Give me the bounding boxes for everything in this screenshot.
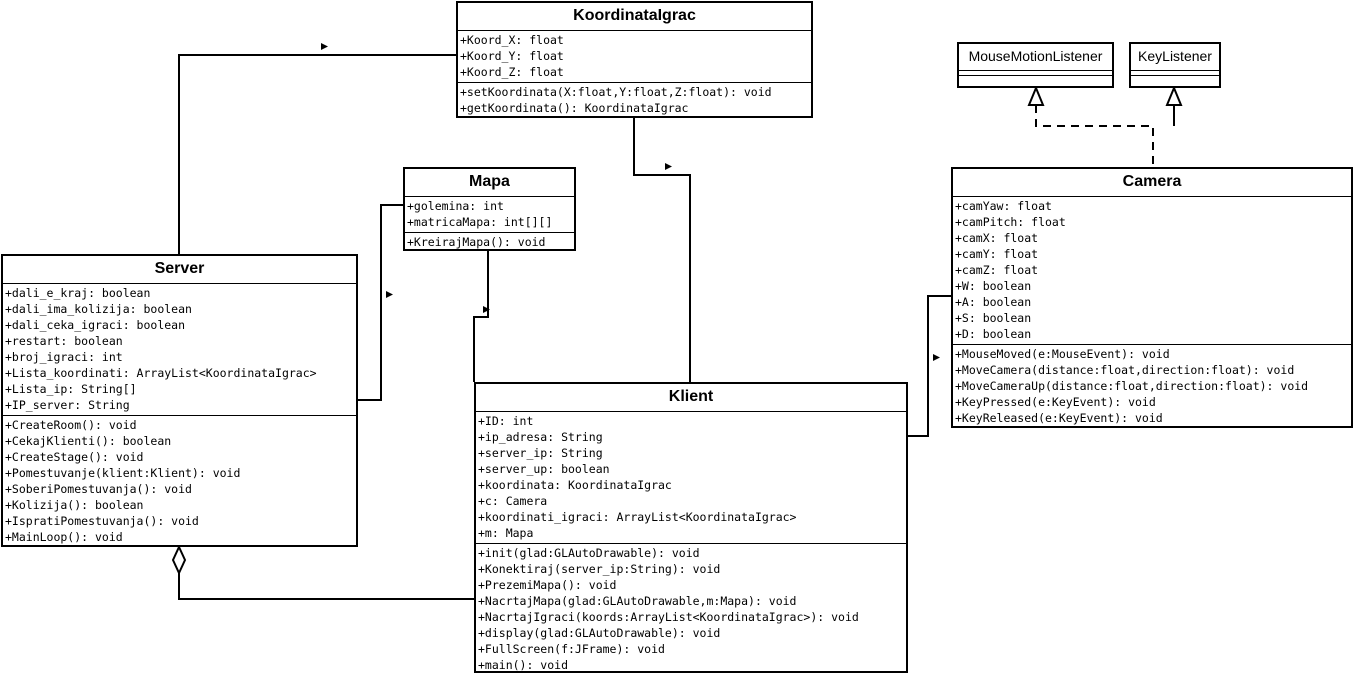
association-server-koordinataigrac xyxy=(178,54,456,254)
attributes-section: +camYaw: float +camPitch: float +camX: f… xyxy=(953,197,1351,345)
realization-camera-mousemotionlistener xyxy=(1035,105,1154,167)
operation: +display(glad:GLAutoDrawable): void xyxy=(478,626,721,640)
attribute: +Koord_Y: float xyxy=(460,49,564,63)
direction-arrow-server-mapa xyxy=(386,291,393,298)
attribute: +dali_ima_kolizija: boolean xyxy=(5,302,192,316)
association-koordinataigrac-klient xyxy=(633,117,691,382)
operation: +Kolizija(): boolean xyxy=(5,498,144,512)
attribute: +camY: float xyxy=(955,247,1039,261)
attribute: +server_up: boolean xyxy=(478,462,610,476)
realization-arrowhead-keylistener xyxy=(1165,85,1183,106)
aggregation-diamond xyxy=(171,544,187,576)
attributes-section: +ID: int +ip_adresa: String +server_ip: … xyxy=(476,412,906,544)
operation: +IspratiPomestuvanja(): void xyxy=(5,514,199,528)
operation: +setKoordinata(X:float,Y:float,Z:float):… xyxy=(460,85,772,99)
attribute: +golemina: int xyxy=(407,199,504,213)
attribute: +server_ip: String xyxy=(478,446,603,460)
attribute: +koordinata: KoordinataIgrac xyxy=(478,478,672,492)
operation: +NacrtajMapa(glad:GLAutoDrawable,m:Mapa)… xyxy=(478,594,797,608)
attribute: +Lista_koordinati: ArrayList<KoordinataI… xyxy=(5,366,317,380)
operation: +CekajKlienti(): boolean xyxy=(5,434,172,448)
operation: +MainLoop(): void xyxy=(5,530,123,544)
attribute: +IP_server: String xyxy=(5,398,130,412)
attribute: +camYaw: float xyxy=(955,199,1052,213)
direction-arrow-server-koordinataigrac xyxy=(321,43,328,50)
realization-arrowhead-mousemotion xyxy=(1027,85,1045,106)
attribute: +camX: float xyxy=(955,231,1039,245)
interface-section xyxy=(959,71,1112,76)
operation: +FullScreen(f:JFrame): void xyxy=(478,642,665,656)
class-camera[interactable]: Camera +camYaw: float +camPitch: float +… xyxy=(951,167,1353,428)
operation: +MoveCamera(distance:float,direction:flo… xyxy=(955,363,1295,377)
class-koordinataigrac[interactable]: KoordinataIgrac +Koord_X: float +Koord_Y… xyxy=(456,1,813,118)
attribute: +ip_adresa: String xyxy=(478,430,603,444)
operation: +KeyPressed(e:KeyEvent): void xyxy=(955,395,1156,409)
class-name: Mapa xyxy=(405,169,574,197)
class-mapa[interactable]: Mapa +golemina: int +matricaMapa: int[][… xyxy=(403,167,576,251)
operation: +getKoordinata(): KoordinataIgrac xyxy=(460,101,689,115)
attribute: +Koord_Z: float xyxy=(460,65,564,79)
operation: +main(): void xyxy=(478,658,569,672)
operation: +init(glad:GLAutoDrawable): void xyxy=(478,546,700,560)
attribute: +dali_ceka_igraci: boolean xyxy=(5,318,186,332)
operation: +Pomestuvanje(klient:Klient): void xyxy=(5,466,241,480)
attributes-section: +dali_e_kraj: boolean +dali_ima_kolizija… xyxy=(3,284,356,416)
direction-arrow-mapa-klient xyxy=(483,306,490,313)
direction-arrow-klient-camera xyxy=(933,354,940,361)
attribute: +ID: int xyxy=(478,414,534,428)
attribute: +dali_e_kraj: boolean xyxy=(5,286,151,300)
attribute: +c: Camera xyxy=(478,494,548,508)
attributes-section: +Koord_X: float +Koord_Y: float +Koord_Z… xyxy=(458,31,811,83)
class-name: KoordinataIgrac xyxy=(458,3,811,31)
attribute: +A: boolean xyxy=(955,295,1032,309)
direction-arrow-koordinataigrac-klient xyxy=(665,163,672,170)
attribute: +Koord_X: float xyxy=(460,33,564,47)
operations-section: +init(glad:GLAutoDrawable): void +Konekt… xyxy=(476,544,906,675)
operations-section: +CreateRoom(): void +CekajKlienti(): boo… xyxy=(3,416,356,547)
interface-name: MouseMotionListener xyxy=(959,44,1112,71)
operations-section: +setKoordinata(X:float,Y:float,Z:float):… xyxy=(458,83,811,118)
attribute: +W: boolean xyxy=(955,279,1032,293)
interface-section xyxy=(1131,71,1219,76)
class-klient[interactable]: Klient +ID: int +ip_adresa: String +serv… xyxy=(474,382,908,673)
class-name: Server xyxy=(3,256,356,284)
operations-section: +KreirajMapa(): void xyxy=(405,233,574,252)
operation: +MouseMoved(e:MouseEvent): void xyxy=(955,347,1170,361)
operation: +MoveCameraUp(distance:float,direction:f… xyxy=(955,379,1309,393)
class-server[interactable]: Server +dali_e_kraj: boolean +dali_ima_k… xyxy=(1,254,358,547)
attribute: +koordinati_igraci: ArrayList<Koordinata… xyxy=(478,510,797,524)
operation: +CreateRoom(): void xyxy=(5,418,137,432)
attribute: +matricaMapa: int[][] xyxy=(407,215,553,229)
attribute: +restart: boolean xyxy=(5,334,123,348)
attributes-section: +golemina: int +matricaMapa: int[][] xyxy=(405,197,574,233)
operation: +KeyReleased(e:KeyEvent): void xyxy=(955,411,1163,425)
attribute: +camPitch: float xyxy=(955,215,1066,229)
attribute: +Lista_ip: String[] xyxy=(5,382,137,396)
class-name: Klient xyxy=(476,384,906,412)
attribute: +m: Mapa xyxy=(478,526,534,540)
interface-name: KeyListener xyxy=(1131,44,1219,71)
attribute: +D: boolean xyxy=(955,327,1032,341)
operation: +NacrtajIgraci(koords:ArrayList<Koordina… xyxy=(478,610,859,624)
interface-keylistener[interactable]: KeyListener xyxy=(1129,42,1221,88)
attribute: +broj_igraci: int xyxy=(5,350,123,364)
association-mapa-klient xyxy=(473,250,489,382)
operations-section: +MouseMoved(e:MouseEvent): void +MoveCam… xyxy=(953,345,1351,428)
operation: +Konektiraj(server_ip:String): void xyxy=(478,562,721,576)
operation: +CreateStage(): void xyxy=(5,450,144,464)
attribute: +S: boolean xyxy=(955,311,1032,325)
association-server-mapa xyxy=(357,204,403,401)
class-name: Camera xyxy=(953,169,1351,197)
operation: +PrezemiMapa(): void xyxy=(478,578,617,592)
attribute: +camZ: float xyxy=(955,263,1039,277)
operation: +SoberiPomestuvanja(): void xyxy=(5,482,192,496)
aggregation-server-klient xyxy=(178,572,474,600)
interface-mousemotionlistener[interactable]: MouseMotionListener xyxy=(957,42,1114,88)
association-klient-camera xyxy=(907,295,951,437)
operation: +KreirajMapa(): void xyxy=(407,235,546,249)
